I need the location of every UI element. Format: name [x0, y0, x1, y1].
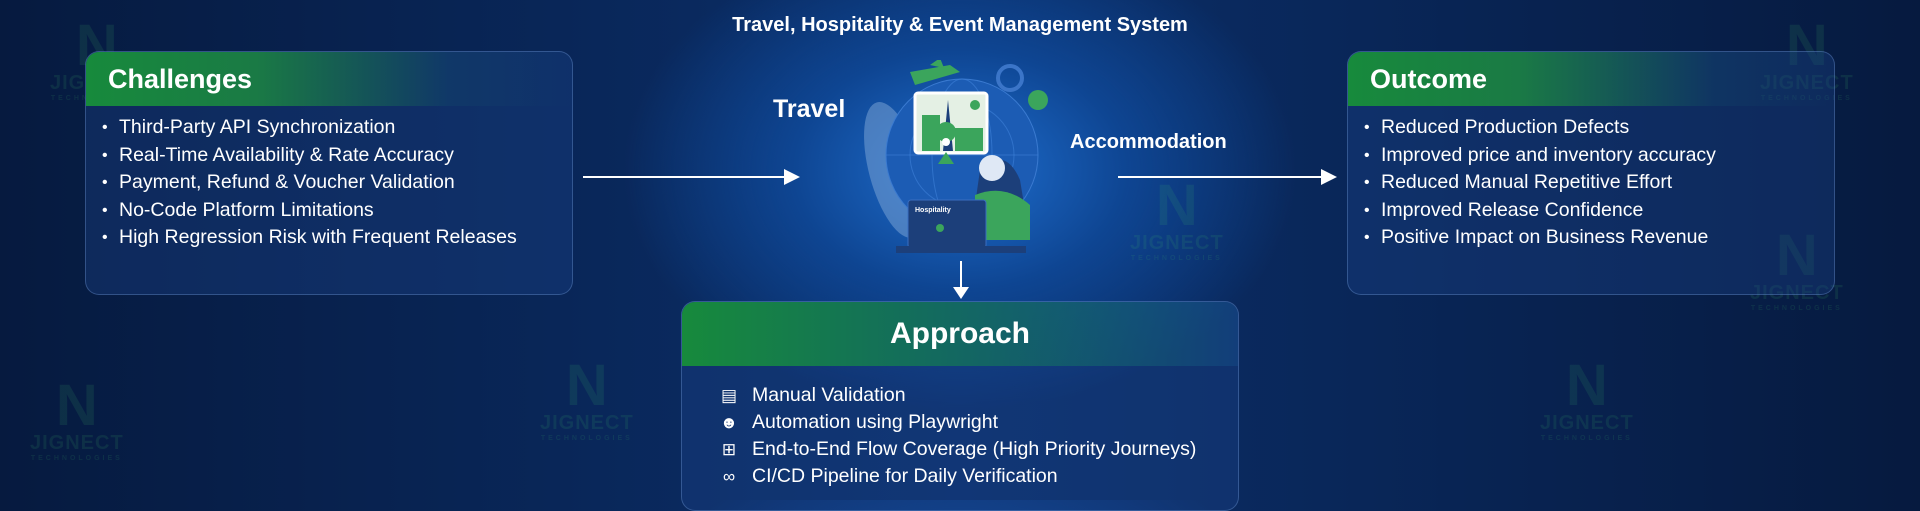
masks-icon: ☻	[720, 413, 738, 432]
accommodation-label: Accommodation	[1070, 131, 1227, 153]
list-item: Improved price and inventory accuracy	[1364, 142, 1834, 170]
list-item: Improved Release Confidence	[1364, 197, 1834, 225]
list-item: High Regression Risk with Frequent Relea…	[102, 224, 572, 252]
outcome-title: Outcome	[1348, 52, 1834, 106]
travel-illustration: Hospitality	[864, 60, 1048, 253]
approach-item-label: Automation using Playwright	[752, 411, 999, 433]
approach-item-label: Manual Validation	[752, 384, 906, 406]
list-item: Positive Impact on Business Revenue	[1364, 224, 1834, 252]
challenges-card: Challenges Third-Party API Synchronizati…	[85, 51, 573, 295]
page-title: Travel, Hospitality & Event Management S…	[732, 14, 1188, 36]
approach-title: Approach	[682, 302, 1238, 366]
infinity-icon: ∞	[722, 467, 736, 486]
list-item: Payment, Refund & Voucher Validation	[102, 169, 572, 197]
approach-item-label: CI/CD Pipeline for Daily Verification	[752, 465, 1058, 487]
travel-label: Travel	[773, 95, 846, 123]
list-item: Third-Party API Synchronization	[102, 114, 572, 142]
list-item: ∞ CI/CD Pipeline for Daily Verification	[716, 463, 1238, 490]
list-item: ▤ Manual Validation	[716, 382, 1238, 409]
approach-item-label: End-to-End Flow Coverage (High Priority …	[752, 438, 1197, 460]
outcome-card: Outcome Reduced Production Defects Impro…	[1347, 51, 1835, 295]
arrow-down-icon	[953, 261, 969, 299]
challenges-title: Challenges	[86, 52, 572, 106]
arrow-right-icon	[1118, 169, 1337, 185]
list-item: ⊞ End-to-End Flow Coverage (High Priority…	[716, 436, 1238, 463]
list-item: Reduced Production Defects	[1364, 114, 1834, 142]
arrow-right-icon	[583, 169, 800, 185]
list-item: Real-Time Availability & Rate Accuracy	[102, 142, 572, 170]
list-item: ☻ Automation using Playwright	[716, 409, 1238, 436]
list-item: Reduced Manual Repetitive Effort	[1364, 169, 1834, 197]
checklist-icon: ▤	[720, 386, 738, 405]
flow-icon: ⊞	[721, 440, 737, 459]
approach-card: Approach ▤ Manual Validation ☻ Automation …	[681, 301, 1239, 511]
list-item: No-Code Platform Limitations	[102, 197, 572, 225]
hospitality-label: Hospitality	[915, 207, 951, 214]
